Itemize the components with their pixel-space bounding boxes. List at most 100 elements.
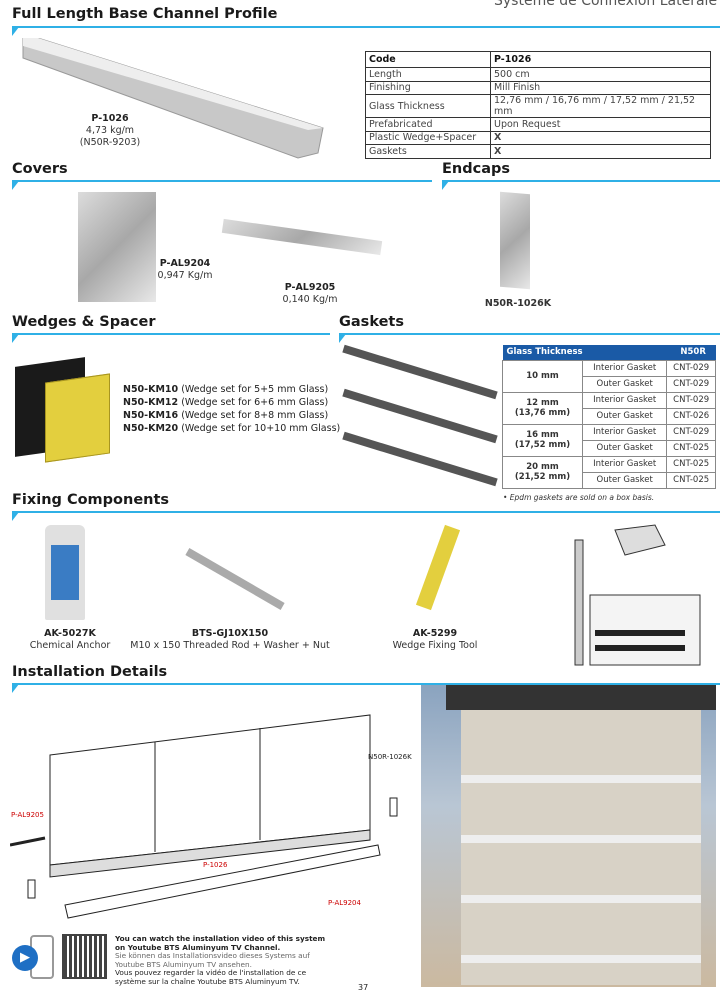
- endcap-code: N50R-1026K: [484, 298, 552, 309]
- video-text-fr: Vous pouvez regarder la vidéo de l'insta…: [115, 968, 307, 986]
- wedge-item: N50-KM12 (Wedge set for 6+6 mm Glass): [123, 396, 340, 409]
- gasket-thickness: 12 mm(13,76 mm): [502, 391, 583, 425]
- wedge-code: N50-KM20: [123, 423, 179, 434]
- divider: [12, 180, 432, 182]
- cover-p-al9205-image: [221, 218, 383, 256]
- spec-label: Length: [365, 67, 491, 82]
- spec-label: Code: [365, 51, 491, 68]
- spec-value: Mill Finish: [490, 80, 711, 95]
- wedge-code: N50-KM16: [123, 410, 179, 421]
- installation-illustration: [574, 524, 701, 666]
- wedge-desc: (Wedge set for 6+6 mm Glass): [181, 397, 329, 408]
- gasket-image: [342, 431, 498, 487]
- gasket-type: Interior Gasket: [581, 455, 668, 473]
- divider: [12, 26, 720, 28]
- cover-p-al9204-image: [78, 192, 156, 302]
- divider-marker: [12, 512, 19, 521]
- spec-value: 12,76 mm / 16,76 mm / 17,52 mm / 21,52 m…: [490, 94, 711, 118]
- spec-label: Gaskets: [365, 144, 491, 159]
- gasket-thickness: 10 mm: [502, 359, 583, 393]
- gasket-type: Interior Gasket: [581, 423, 668, 441]
- wedge-item: N50-KM16 (Wedge set for 8+8 mm Glass): [123, 409, 340, 422]
- heading-wedges: Wedges & Spacer: [12, 314, 156, 330]
- gasket-code: CNT-025: [666, 439, 716, 457]
- divider-marker: [12, 27, 19, 36]
- divider-marker: [12, 334, 19, 343]
- qr-code[interactable]: [62, 934, 107, 979]
- installation-drawing: [10, 714, 398, 919]
- label-endcap: N50R-1026K: [368, 753, 412, 761]
- spec-value: X: [490, 144, 711, 159]
- divider: [442, 180, 720, 182]
- page-number: 37: [358, 983, 369, 992]
- heading-profile: Full Length Base Channel Profile: [12, 6, 278, 22]
- wedge-desc: (Wedge set for 5+5 mm Glass): [181, 384, 329, 395]
- heading-fixing: Fixing Components: [12, 492, 170, 508]
- gasket-thickness: 16 mm(17,52 mm): [502, 423, 583, 457]
- spec-label: Plastic Wedge+Spacer: [365, 130, 491, 145]
- gasket-header: Glass Thickness: [502, 345, 667, 360]
- heading-covers: Covers: [12, 161, 68, 177]
- wedge-desc: (Wedge set for 10+10 mm Glass): [181, 423, 341, 434]
- chemical-anchor-image: [45, 525, 85, 620]
- wedge-tool-image: [415, 524, 461, 611]
- divider-marker: [12, 181, 19, 190]
- gasket-image: [342, 388, 498, 444]
- gasket-type: Interior Gasket: [581, 359, 668, 377]
- building-photo: [421, 685, 716, 987]
- play-icon[interactable]: ▶: [12, 945, 38, 971]
- wedge-desc: (Wedge set for 8+8 mm Glass): [181, 410, 329, 421]
- gasket-type: Outer Gasket: [581, 439, 668, 457]
- gasket-code: CNT-026: [666, 407, 716, 425]
- wedges-list: N50-KM10 (Wedge set for 5+5 mm Glass)N50…: [123, 383, 340, 435]
- divider-marker: [442, 181, 449, 190]
- label-profile: P-1026: [203, 861, 228, 869]
- spec-label: Finishing: [365, 80, 491, 95]
- wedge-item: N50-KM10 (Wedge set for 5+5 mm Glass): [123, 383, 340, 396]
- running-title: Système de Connexion Latérale: [494, 0, 718, 9]
- wedge-code: N50-KM12: [123, 397, 179, 408]
- wedge-image-yellow: [45, 373, 110, 463]
- divider-marker: [339, 334, 346, 343]
- spec-value: X: [490, 130, 711, 145]
- gasket-type: Outer Gasket: [581, 407, 668, 425]
- video-text-en: You can watch the installation video of …: [115, 934, 326, 952]
- gasket-code: CNT-025: [666, 471, 716, 489]
- gasket-code: CNT-029: [666, 359, 716, 377]
- label-cover-big: P-AL9204: [328, 899, 361, 907]
- spec-value: Upon Request: [490, 117, 711, 132]
- gasket-code: CNT-029: [666, 423, 716, 441]
- video-text: You can watch the installation video of …: [115, 934, 335, 986]
- divider: [339, 333, 720, 335]
- gasket-type: Outer Gasket: [581, 375, 668, 393]
- gasket-code: CNT-029: [666, 391, 716, 409]
- heading-installation: Installation Details: [12, 664, 168, 680]
- gasket-type: Outer Gasket: [581, 471, 668, 489]
- endcap-image: [500, 191, 530, 290]
- gasket-image: [342, 344, 498, 400]
- heading-endcaps: Endcaps: [442, 161, 510, 177]
- gasket-thickness: 20 mm(21,52 mm): [502, 455, 583, 489]
- divider: [12, 683, 720, 685]
- gasket-type: Interior Gasket: [581, 391, 668, 409]
